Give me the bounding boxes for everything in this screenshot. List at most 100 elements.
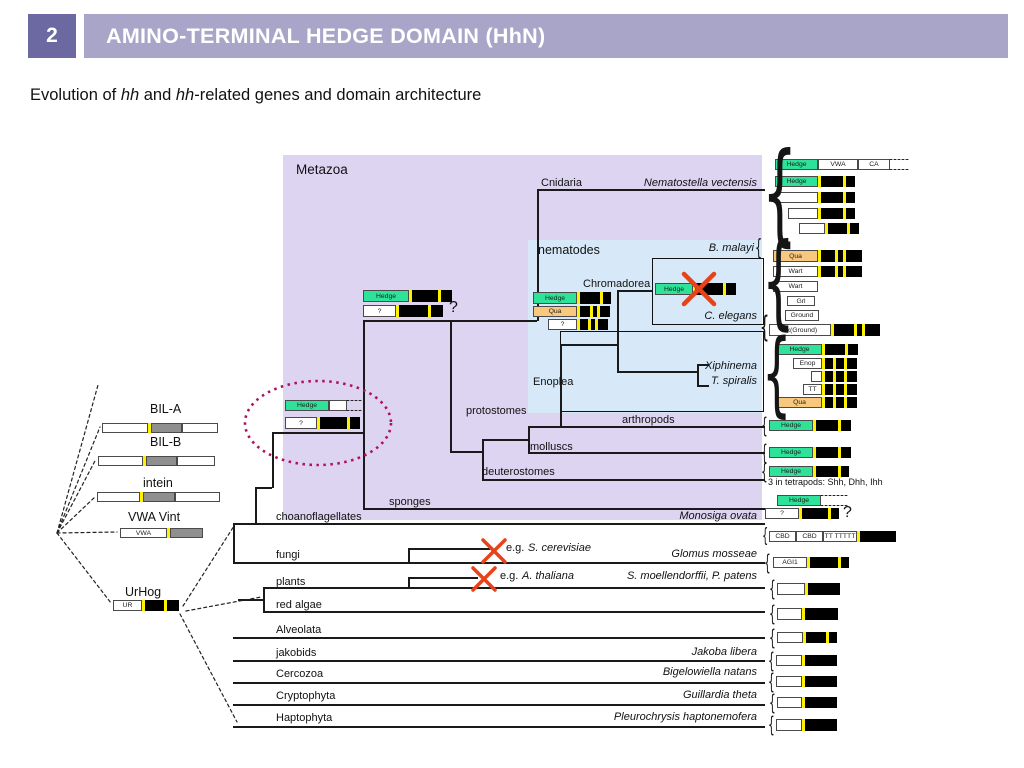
label-nematodes: nematodes <box>538 243 600 257</box>
domain-segment <box>175 492 220 502</box>
domain-segment <box>822 371 825 382</box>
bar-intein <box>97 492 220 502</box>
tree-branch-line <box>238 599 263 601</box>
species-a-thaliana: A. thaliana <box>522 570 574 582</box>
domain-qua: Qua <box>533 306 577 317</box>
domain-segment <box>170 528 203 538</box>
domain-segment <box>838 466 841 477</box>
species-c-elegans: C. elegans <box>704 310 757 322</box>
note-tetrapods: 3 in tetrapods: Shh, Dhh, Ihh <box>768 477 883 487</box>
domain-segment <box>846 250 862 262</box>
tree-branch-line <box>233 523 235 563</box>
domain-grl: Grl <box>787 296 815 306</box>
tree-branch-line <box>528 452 765 454</box>
domain-segment <box>595 319 598 330</box>
domain-ground: Ground <box>785 310 819 321</box>
domain-segment <box>805 608 838 620</box>
bar-chromadorea-unknown: ? <box>548 319 608 330</box>
domain-segment <box>838 557 841 568</box>
caption-part-0: Evolution of <box>30 86 121 104</box>
domain-segment <box>833 358 836 369</box>
domain-segment <box>822 397 825 408</box>
tree-branch-line <box>482 439 484 480</box>
tree-branch-line <box>560 344 562 427</box>
label-cercozoa: Cercozoa <box>276 668 324 680</box>
bar-nematostella-4 <box>788 208 855 219</box>
domain-segment <box>177 456 215 466</box>
bar-plants <box>777 583 840 595</box>
domain-segment <box>846 208 855 219</box>
domain-hedge: Hedge <box>777 495 821 506</box>
bar-eumetazoa-unknown: ? <box>363 305 443 317</box>
bar-bmalayi-wart1: Wart <box>773 266 862 277</box>
domain-segment <box>811 371 822 382</box>
domain-segment <box>816 447 838 458</box>
bar-red-algae <box>777 608 838 620</box>
domain--: ? <box>548 319 577 330</box>
domain-segment <box>803 632 806 643</box>
domain-segment <box>833 371 836 382</box>
brace-monosiga: { <box>762 524 769 547</box>
dashed-ancestry-line <box>56 384 99 534</box>
bar-celegans-4x-ground: 4x(Ground) <box>769 324 880 336</box>
domain-segment <box>143 456 146 466</box>
domain-segment <box>847 223 850 234</box>
tree-branch-line <box>363 320 365 509</box>
domain-segment <box>438 290 441 302</box>
domain-segment <box>805 583 808 595</box>
domain-hedge: Hedge <box>655 283 693 295</box>
label-sponges: sponges <box>389 496 431 508</box>
domain-segment <box>776 719 802 731</box>
domain-segment <box>164 600 167 611</box>
domain-ca: CA <box>858 159 890 170</box>
brace-plants: { <box>769 575 776 601</box>
bar-urhog: UR <box>113 600 179 611</box>
domain-segment <box>590 306 593 317</box>
domain-segment <box>831 508 839 519</box>
domain-segment <box>140 492 143 502</box>
domain-segment <box>845 344 848 355</box>
tree-branch-line <box>233 704 765 706</box>
domain-segment <box>409 290 412 302</box>
bar-enoplea-small <box>811 371 857 382</box>
domain-segment <box>848 344 858 355</box>
domain-segment <box>802 608 805 620</box>
label-bil-b: BIL-B <box>150 435 182 449</box>
domain-segment <box>844 358 847 369</box>
dashed-ancestry-line <box>56 532 112 604</box>
bar-chromadorea-qua: Qua <box>533 306 610 317</box>
domain-segment <box>776 655 802 666</box>
domain-segment <box>822 358 825 369</box>
label-cnidaria: Cnidaria <box>541 177 582 189</box>
tree-branch-line <box>255 487 257 524</box>
tree-branch-line <box>263 587 265 612</box>
dashed-ancestry-line <box>56 458 97 534</box>
dashed-ancestry-line <box>182 525 235 607</box>
label-choanoflagellates: choanoflagellates <box>276 511 362 523</box>
bar-tt: TT <box>803 384 857 395</box>
domain-segment <box>821 250 835 262</box>
bar-nematostella-3 <box>775 192 855 203</box>
bar-xiphinema-hedge: Hedge <box>777 344 858 355</box>
bar-sponges-unknown: ? <box>765 508 839 519</box>
domain-hedge: Hedge <box>363 290 409 302</box>
brace-bmalayi-group: { <box>762 221 795 342</box>
domain-segment <box>146 456 177 466</box>
domain-tt: TT <box>803 384 822 395</box>
tree-branch-line <box>233 726 765 728</box>
domain-segment <box>808 583 840 595</box>
domain-segment <box>825 384 833 395</box>
label-eg-s-cerevisiae-prefix: e.g. <box>506 542 525 554</box>
tree-branch-line <box>617 290 619 372</box>
tree-branch-line <box>537 189 539 321</box>
slide-title-bar: AMINO-TERMINAL HEDGE DOMAIN (HhN) <box>84 14 1008 58</box>
tree-branch-line <box>408 577 410 588</box>
domain-segment <box>846 176 855 187</box>
domain-segment <box>831 324 834 336</box>
domain-qua: Qua <box>773 250 818 262</box>
domain-segment <box>822 384 825 395</box>
domain--: ? <box>363 305 396 317</box>
domain-segment <box>598 319 608 330</box>
tree-branch-line <box>233 562 765 564</box>
